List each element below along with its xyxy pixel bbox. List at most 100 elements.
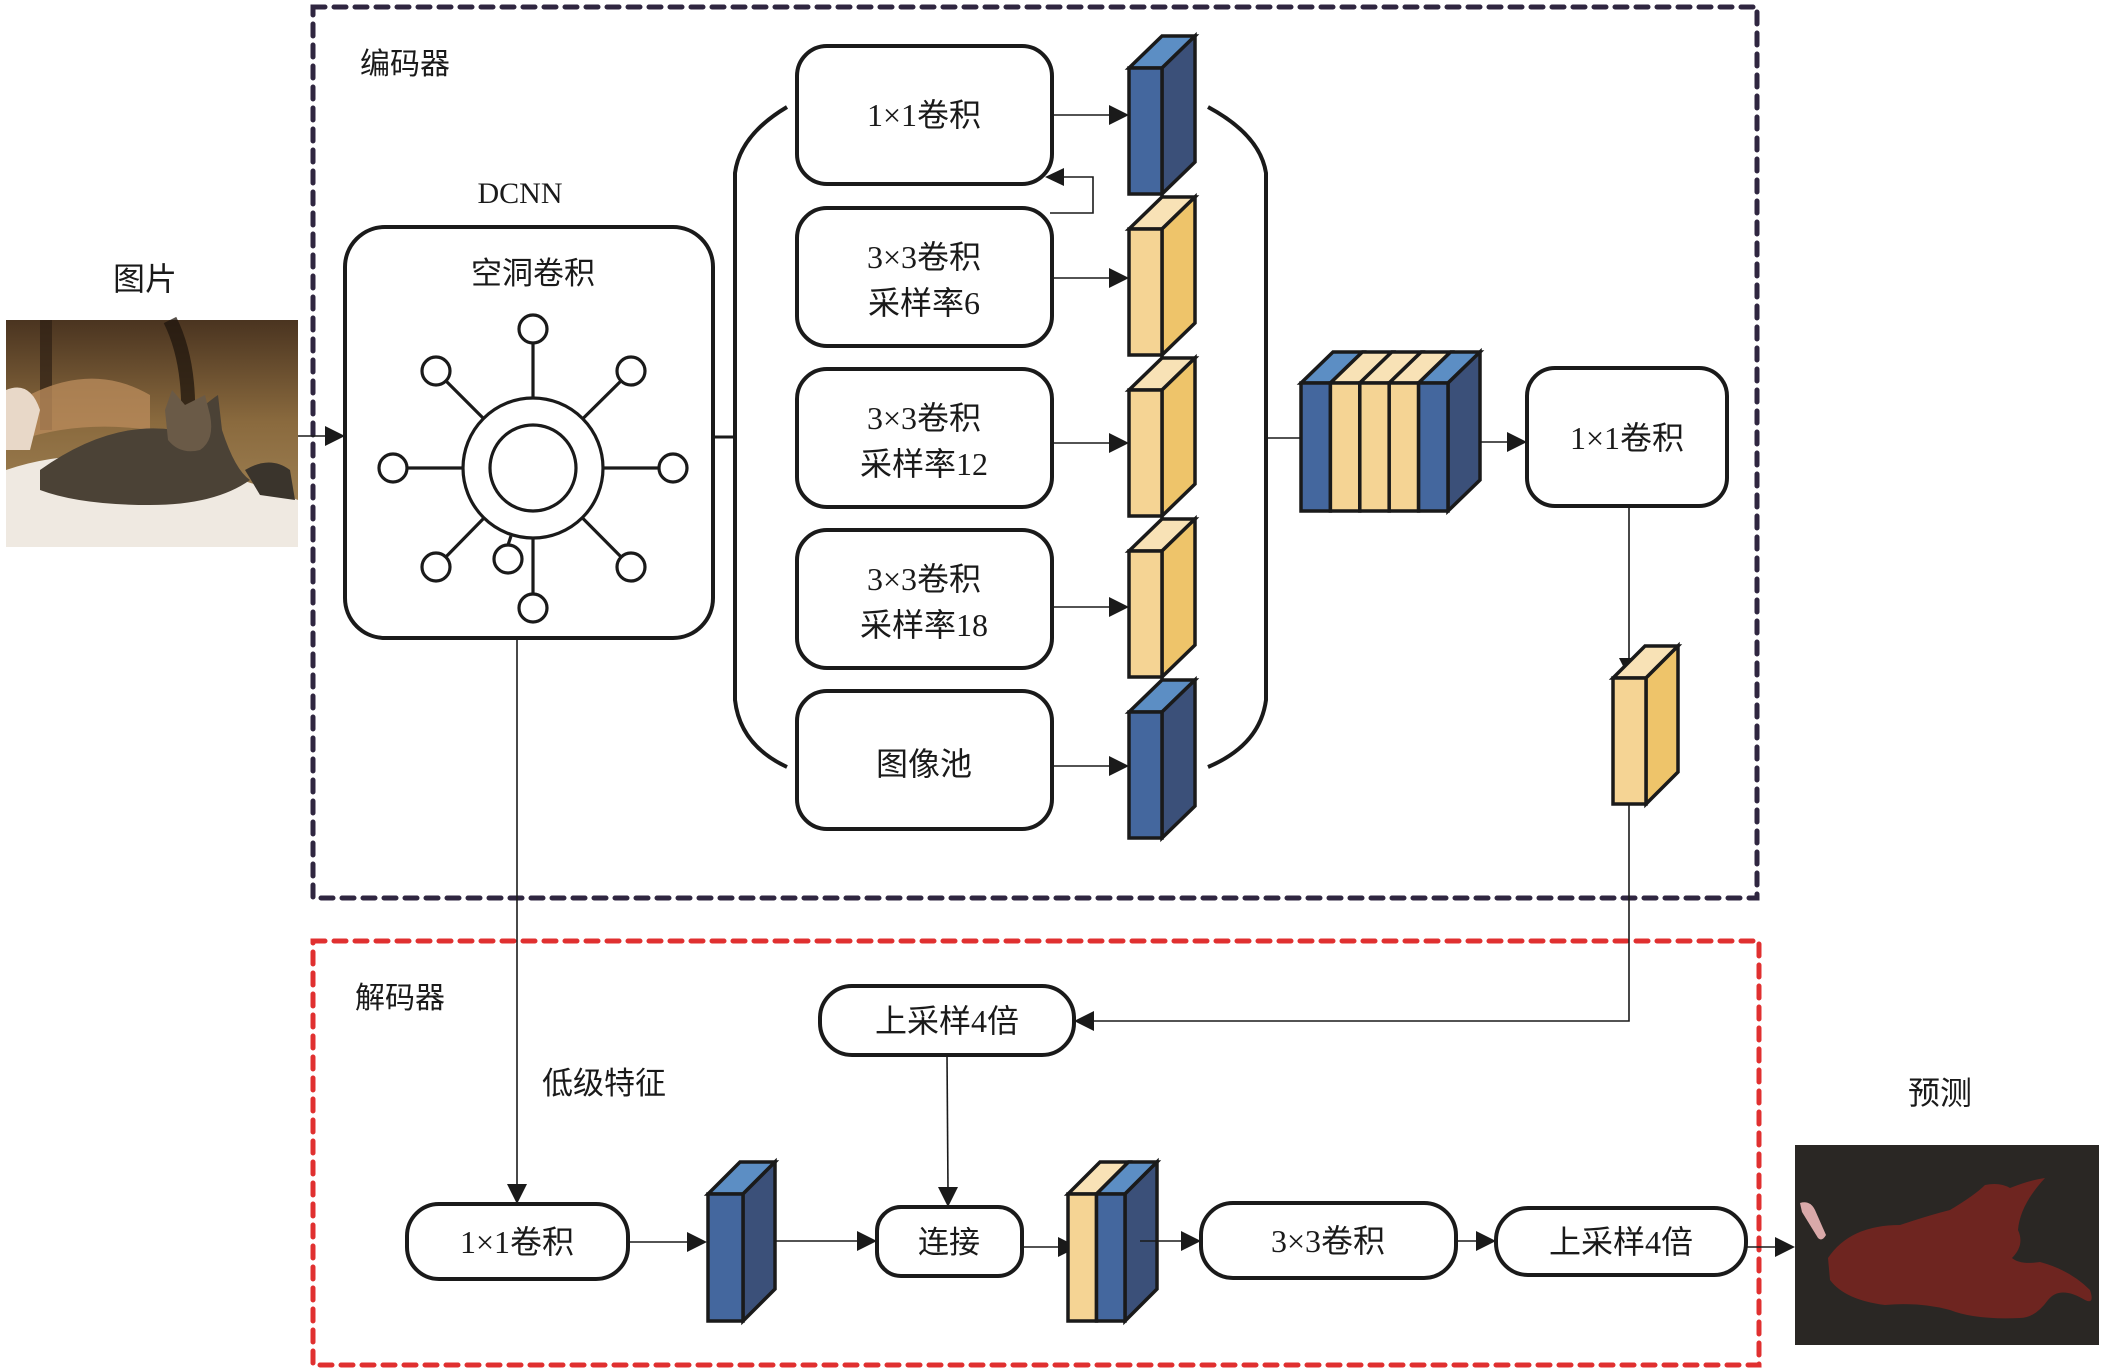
concat-feature-stack [1296, 347, 1485, 516]
aspp-branch-label-line1: 3×3卷积 [867, 239, 981, 275]
aspp-branch-box [795, 689, 1054, 831]
input-label: 图片 [113, 260, 177, 298]
decoder-title: 解码器 [355, 981, 445, 1016]
atrous-conv-label: 空洞卷积 [471, 256, 595, 292]
aspp-branch-box [795, 206, 1054, 348]
atrous-spoke [444, 516, 486, 559]
aspp-feature-block [1124, 31, 1200, 199]
slice-front-face [1358, 381, 1391, 513]
encoder-output-feature [1608, 641, 1683, 809]
atrous-node [657, 452, 689, 484]
encoder-title: 编码器 [360, 47, 450, 82]
low-level-block [703, 1157, 780, 1326]
atrous-spoke [444, 379, 485, 420]
atrous-spoke [581, 379, 623, 420]
atrous-node [492, 543, 524, 575]
encoder-to-upsample-line [1092, 805, 1630, 1022]
conv3-label: 3×3卷积 [1271, 1223, 1385, 1259]
aspp-branch-label-line1: 3×3卷积 [867, 561, 981, 597]
arrowhead [857, 1231, 877, 1251]
block-front-face [1611, 676, 1648, 806]
aspp-branch: 图像池 [795, 675, 1200, 843]
slice-front-face [1094, 1192, 1127, 1323]
arrowhead [325, 426, 345, 446]
aspp-branch-label: 图像池 [876, 745, 972, 783]
aspp-branch: 1×1卷积 [795, 31, 1200, 199]
atrous-node [517, 592, 549, 624]
arrowhead [1109, 756, 1129, 776]
atrous-node [615, 355, 647, 387]
dcnn-label: DCNN [477, 177, 562, 210]
arrowhead [938, 1187, 958, 1207]
slice-front-face [1299, 381, 1333, 513]
arrowhead [1109, 597, 1129, 617]
arrowhead [1476, 1231, 1496, 1251]
slice-front-face [1416, 381, 1450, 513]
aspp-feature-block [1124, 675, 1200, 843]
arrowhead [1074, 1011, 1094, 1031]
arrowhead [1109, 268, 1129, 288]
slice-front-face [1066, 1192, 1099, 1323]
arrowhead [1109, 433, 1129, 453]
encoder-output-block [1608, 641, 1683, 809]
aspp-branch-label: 1×1卷积 [867, 97, 981, 133]
aspp-feature-block [1124, 353, 1200, 521]
aspp-branch-label-line2: 采样率18 [860, 607, 988, 643]
atrous-node [615, 551, 647, 583]
slice-front-face [1328, 381, 1362, 513]
arrowhead [1775, 1237, 1795, 1257]
block-front-face [1127, 388, 1164, 518]
atrous-node [517, 313, 549, 345]
aspp-feature-block [1124, 192, 1200, 360]
output-label: 预测 [1908, 1074, 1972, 1112]
block-front-face [1127, 549, 1164, 679]
feedback-arrow [1050, 176, 1094, 214]
concat-box [875, 1205, 1024, 1278]
decoder-border [310, 938, 1762, 1368]
arrowhead [1181, 1231, 1201, 1251]
upsample-box-2 [1494, 1206, 1748, 1277]
atrous-inner-ring [488, 423, 578, 513]
low-level-feature-label: 低级特征 [542, 1066, 666, 1102]
arrow-upsample-to-concat [946, 1054, 949, 1191]
upsample-label-2: 上采样4倍 [1549, 1224, 1693, 1260]
block-front-face [1127, 710, 1164, 840]
block-front-face [1127, 227, 1164, 357]
encoder-output-conv-box [1525, 366, 1729, 508]
atrous-spoke [581, 516, 623, 559]
prediction-mask-image [1795, 1145, 2099, 1345]
low-level-feature-block [703, 1157, 780, 1326]
decoder-concat-stack [1063, 1157, 1162, 1326]
atrous-node [377, 452, 409, 484]
upsample-label-1: 上采样4倍 [875, 1003, 1019, 1039]
arrowhead [687, 1232, 707, 1252]
low-level-conv-label: 1×1卷积 [460, 1224, 574, 1260]
encoder-output-conv-label: 1×1卷积 [1570, 420, 1684, 456]
atrous-node [420, 355, 452, 387]
input-image [6, 316, 298, 547]
atrous-conv-icon [377, 313, 689, 624]
arrowhead [507, 1184, 527, 1204]
aspp-branch-label-line2: 采样率6 [868, 285, 980, 321]
aspp-branch-label-line1: 3×3卷积 [867, 400, 981, 436]
aspp-branch-box [795, 528, 1054, 670]
aspp-feature-block [1124, 514, 1200, 682]
arrowhead [1109, 105, 1129, 125]
aspp-bracket-right [1207, 105, 1268, 769]
aspp-bracket-left [733, 105, 789, 769]
concat-stack [1296, 347, 1485, 516]
arrowhead [1045, 168, 1064, 186]
block-front-face [706, 1192, 745, 1323]
aspp-branch-label-line2: 采样率12 [860, 446, 988, 482]
aspp-branch-box [795, 367, 1054, 509]
atrous-node [420, 551, 452, 583]
block-front-face [1127, 66, 1164, 196]
slice-front-face [1387, 381, 1421, 513]
encoder-border [310, 4, 1760, 901]
concat-label: 连接 [918, 1225, 980, 1261]
